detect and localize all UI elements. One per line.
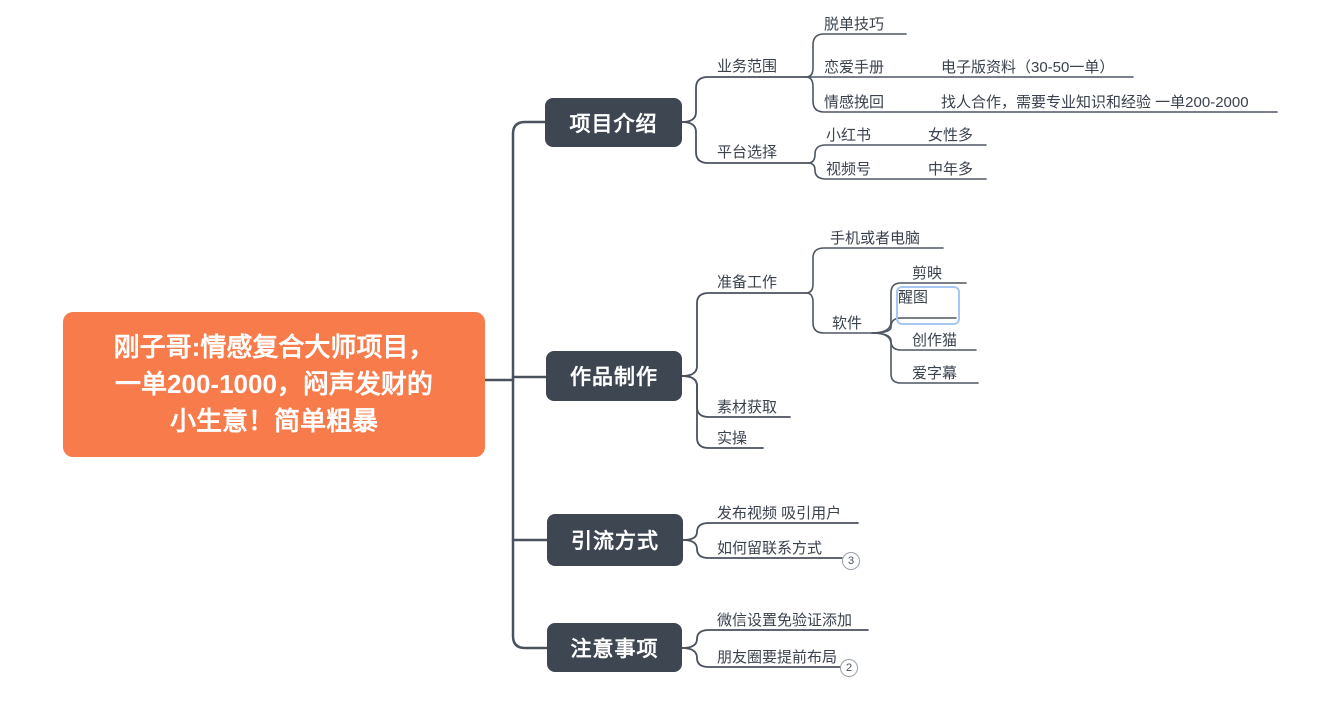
branch-notes[interactable]: 注意事项	[547, 623, 682, 672]
topic-practice[interactable]: 实操	[717, 430, 748, 447]
topic-contact-method[interactable]: 如何留联系方式	[717, 540, 823, 557]
note-female-users[interactable]: 女性多	[928, 127, 974, 144]
note-cooperation[interactable]: 找人合作，需要专业知识和经验 一单200-2000	[941, 94, 1249, 111]
topic-wechat-no-verify[interactable]: 微信设置免验证添加	[717, 612, 853, 629]
root-topic[interactable]: 刚子哥:情感复合大师项目， 一单200-1000，闷声发财的 小生意！简单粗暴	[63, 312, 485, 457]
leaf-emotion-recovery[interactable]: 情感挽回	[824, 94, 885, 111]
topic-preparation[interactable]: 准备工作	[717, 274, 778, 291]
note-ebook-price[interactable]: 电子版资料（30-50一单）	[941, 59, 1115, 76]
branch-project-intro[interactable]: 项目介绍	[545, 98, 682, 147]
leaf-xiaohongshu[interactable]: 小红书	[826, 127, 872, 144]
selected-topic-box[interactable]: 醒图	[896, 286, 960, 325]
leaf-phone-or-computer[interactable]: 手机或者电脑	[830, 230, 921, 247]
topic-moments-layout[interactable]: 朋友圈要提前布局	[717, 649, 838, 666]
topic-publish-video[interactable]: 发布视频 吸引用户	[717, 505, 842, 522]
leaf-love-manual[interactable]: 恋爱手册	[824, 59, 885, 76]
topic-business-scope[interactable]: 业务范围	[717, 58, 778, 75]
collapse-badge-moments[interactable]: 2	[840, 659, 858, 677]
leaf-chuangzuomao[interactable]: 创作猫	[912, 332, 958, 349]
leaf-jianying[interactable]: 剪映	[912, 265, 943, 282]
branch-content-creation[interactable]: 作品制作	[546, 351, 682, 401]
note-middle-aged[interactable]: 中年多	[928, 161, 974, 178]
leaf-shipinhao[interactable]: 视频号	[826, 161, 872, 178]
topic-software[interactable]: 软件	[832, 315, 863, 332]
collapse-badge-contact[interactable]: 3	[842, 552, 860, 570]
leaf-dating-skills[interactable]: 脱单技巧	[824, 16, 885, 33]
leaf-aizimu[interactable]: 爱字幕	[912, 365, 958, 382]
branch-traffic-method[interactable]: 引流方式	[547, 514, 683, 566]
topic-platform-selection[interactable]: 平台选择	[717, 144, 778, 161]
leaf-xingtu[interactable]: 醒图	[898, 289, 929, 306]
topic-material-acquisition[interactable]: 素材获取	[717, 399, 778, 416]
